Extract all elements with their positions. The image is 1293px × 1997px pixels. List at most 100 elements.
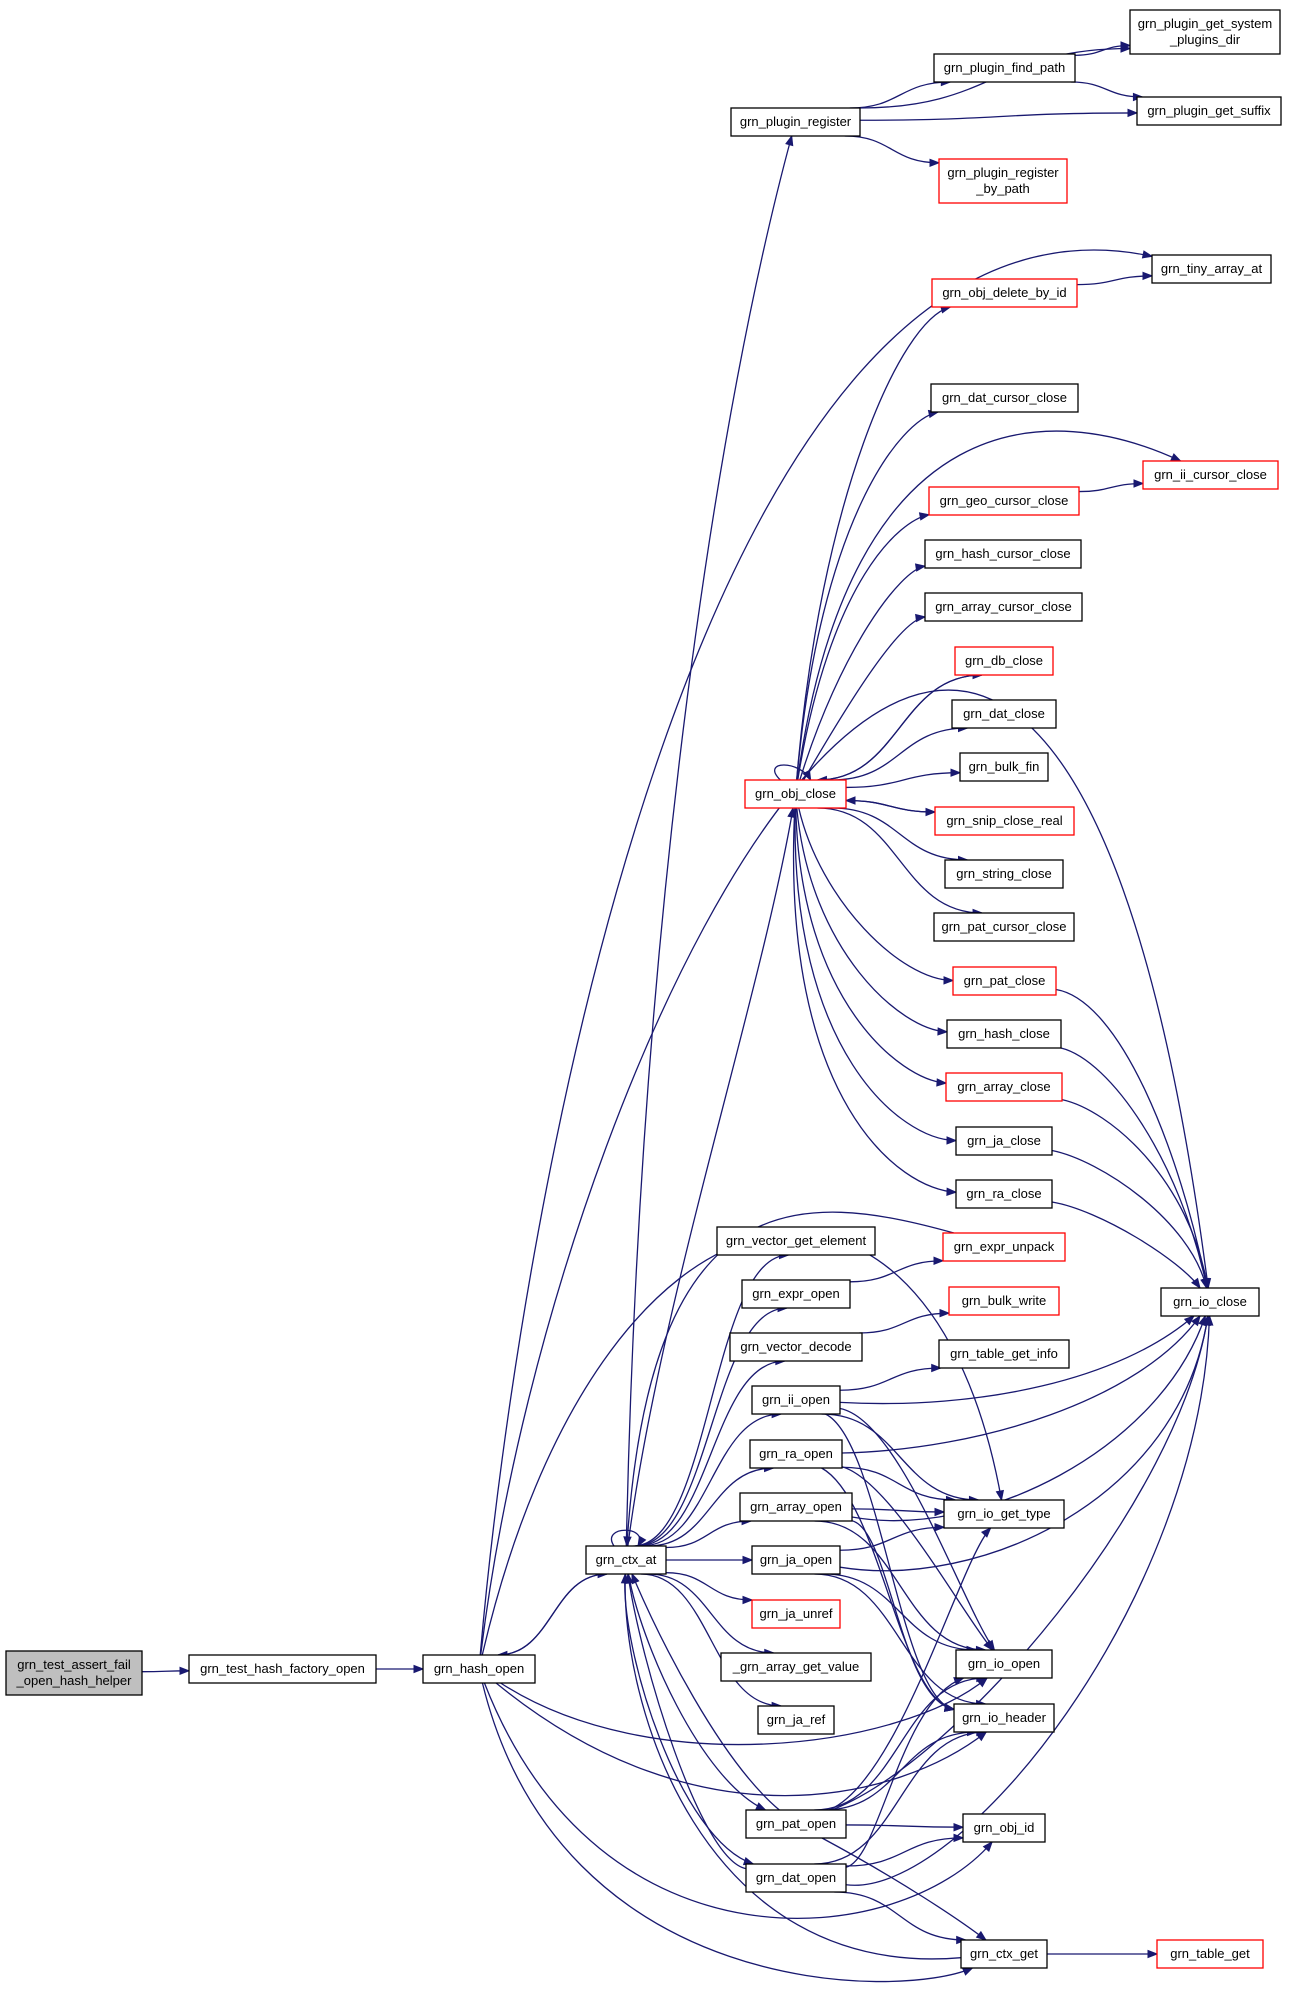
edge-dat-open-to-ctx-at-line: [627, 1573, 747, 1870]
node-plugin-get-suffix[interactable]: grn_plugin_get_suffix: [1136, 96, 1282, 126]
node-table-get-info-box: [938, 1339, 1070, 1369]
node-plugin-register-by-path[interactable]: grn_plugin_register_by_path: [938, 158, 1068, 204]
edge-ctx-at-to-obj-close-line: [627, 807, 794, 1547]
node-array-close[interactable]: grn_array_close: [945, 1072, 1063, 1102]
node-ii-open-box: [751, 1385, 841, 1415]
node-hash-open[interactable]: grn_hash_open: [422, 1654, 536, 1684]
edge-ctx-get-to-ctx-at-line: [624, 1573, 962, 1960]
edge-obj-close-to-ja-close-arrowhead: [946, 1136, 958, 1145]
node-bulk-fin[interactable]: grn_bulk_fin: [959, 752, 1049, 782]
node-db-close[interactable]: grn_db_close: [954, 646, 1054, 676]
node-bulk-write[interactable]: grn_bulk_write: [948, 1286, 1060, 1316]
node-io-open[interactable]: grn_io_open: [955, 1649, 1053, 1679]
node-root[interactable]: grn_test_assert_fail_open_hash_helper: [5, 1650, 143, 1696]
edge-pat-open-to-io-get-type-line: [828, 1527, 992, 1811]
node-geo-cursor-close[interactable]: grn_geo_cursor_close: [928, 486, 1080, 516]
node-ctx-at[interactable]: grn_ctx_at: [585, 1545, 667, 1575]
node-ja-unref-box: [751, 1599, 841, 1629]
edge-ja-open-to-io-get-type: [839, 1523, 946, 1551]
node-plugin-get-system-plugins-dir[interactable]: grn_plugin_get_system_plugins_dir: [1129, 9, 1281, 55]
node-ja-ref[interactable]: grn_ja_ref: [757, 1705, 835, 1735]
edge-obj-close-to-ra-close-arrowhead: [946, 1187, 958, 1197]
node-obj-id[interactable]: grn_obj_id: [962, 1813, 1046, 1843]
edge-dat-open-to-obj-id: [845, 1833, 965, 1867]
edge-ctx-at-to-ra-open-line: [648, 1467, 774, 1547]
node-array-get-value-box: [720, 1652, 872, 1682]
node-tiny-array-at[interactable]: grn_tiny_array_at: [1151, 254, 1272, 284]
node-plugin-register[interactable]: grn_plugin_register: [730, 107, 861, 137]
edge-ctx-at-to-hash-open-line: [497, 1573, 608, 1656]
edge-plugin-register-to-plugin-find-path-line: [849, 81, 951, 109]
node-hash-close[interactable]: grn_hash_close: [946, 1019, 1062, 1049]
node-io-header[interactable]: grn_io_header: [953, 1703, 1055, 1733]
node-pat-close[interactable]: grn_pat_close: [952, 966, 1057, 996]
edge-ja-open-to-io-header-line: [814, 1573, 986, 1705]
node-pat-close-label: grn_pat_close: [964, 973, 1046, 988]
node-ra-close[interactable]: grn_ra_close: [955, 1179, 1053, 1209]
node-pat-open[interactable]: grn_pat_open: [745, 1809, 847, 1839]
node-ja-open-box: [751, 1545, 841, 1575]
node-ra-open[interactable]: grn_ra_open: [749, 1439, 843, 1469]
edges-layer: [141, 41, 1214, 1983]
edge-expr-open-to-expr-unpack: [849, 1256, 945, 1283]
node-dat-cursor-close[interactable]: grn_dat_cursor_close: [930, 383, 1079, 413]
node-ja-unref[interactable]: grn_ja_unref: [751, 1599, 841, 1629]
edge-ii-open-to-io-open-line: [839, 1407, 995, 1651]
edge-plugin-register-to-plugin-register-by-path-line: [844, 135, 940, 164]
node-hash-cursor-close[interactable]: grn_hash_cursor_close: [924, 539, 1082, 569]
node-array-open[interactable]: grn_array_open: [739, 1492, 853, 1522]
edge-ja-close-to-io-close: [1051, 1149, 1209, 1290]
node-io-close-label: grn_io_close: [1173, 1294, 1247, 1309]
node-ja-close[interactable]: grn_ja_close: [955, 1126, 1053, 1156]
node-factory-open[interactable]: grn_test_hash_factory_open: [188, 1654, 377, 1684]
node-bulk-fin-box: [959, 752, 1049, 782]
edge-ra-open-to-io-get-type: [841, 1466, 957, 1505]
edge-ctx-at-to-ja-ref-line: [640, 1573, 782, 1707]
node-array-open-label: grn_array_open: [750, 1499, 842, 1514]
edge-obj-close-to-obj-delete-by-id-line: [796, 306, 951, 781]
node-dat-close[interactable]: grn_dat_close: [951, 699, 1057, 729]
node-vector-decode[interactable]: grn_vector_decode: [729, 1332, 863, 1362]
node-root-label: grn_test_assert_fail: [17, 1657, 131, 1672]
node-ctx-get[interactable]: grn_ctx_get: [960, 1939, 1048, 1969]
node-snip-close-real[interactable]: grn_snip_close_real: [934, 806, 1075, 836]
node-dat-open[interactable]: grn_dat_open: [745, 1863, 847, 1893]
edge-obj-close-to-bulk-fin: [845, 768, 962, 789]
node-plugin-find-path[interactable]: grn_plugin_find_path: [933, 53, 1076, 83]
edge-hash-open-to-ctx-get: [481, 1682, 974, 1983]
node-obj-delete-by-id[interactable]: grn_obj_delete_by_id: [931, 278, 1078, 308]
node-pat-cursor-close[interactable]: grn_pat_cursor_close: [933, 912, 1075, 942]
node-obj-close[interactable]: grn_obj_close: [744, 779, 847, 809]
edge-hash-open-to-io-open: [500, 1677, 989, 1746]
edge-array-open-to-io-header-arrowhead: [943, 1703, 956, 1712]
node-table-get-info-label: grn_table_get_info: [950, 1346, 1058, 1361]
node-ii-cursor-close[interactable]: grn_ii_cursor_close: [1142, 460, 1279, 490]
node-expr-open[interactable]: grn_expr_open: [741, 1279, 851, 1309]
edge-vector-decode-to-bulk-write: [859, 1308, 951, 1334]
edge-ctx-at-to-ja-open-arrowhead: [742, 1555, 754, 1565]
node-table-get-info[interactable]: grn_table_get_info: [938, 1339, 1070, 1369]
edge-ctx-at-to-array-get-value-line: [648, 1573, 774, 1654]
node-io-get-type[interactable]: grn_io_get_type: [943, 1499, 1065, 1529]
edge-obj-close-to-geo-cursor-close-arrowhead: [918, 512, 931, 521]
node-expr-unpack[interactable]: grn_expr_unpack: [942, 1232, 1066, 1262]
edge-geo-cursor-close-to-ii-cursor-close-arrowhead: [1133, 479, 1145, 488]
node-ii-open[interactable]: grn_ii_open: [751, 1385, 841, 1415]
edge-pat-open-to-io-get-type-arrowhead: [980, 1527, 992, 1538]
node-table-get[interactable]: grn_table_get: [1156, 1939, 1264, 1969]
node-ja-open[interactable]: grn_ja_open: [751, 1545, 841, 1575]
node-dat-close-label: grn_dat_close: [963, 706, 1045, 721]
node-hash-open-label: grn_hash_open: [434, 1661, 524, 1676]
node-dat-cursor-close-box: [930, 383, 1079, 413]
node-expr-unpack-box: [942, 1232, 1066, 1262]
node-ctx-at-label: grn_ctx_at: [596, 1552, 657, 1567]
node-io-close[interactable]: grn_io_close: [1160, 1287, 1260, 1317]
node-array-get-value[interactable]: _grn_array_get_value: [720, 1652, 872, 1682]
edge-obj-close-to-ja-close: [794, 807, 958, 1145]
node-array-cursor-close[interactable]: grn_array_cursor_close: [924, 592, 1083, 622]
edge-obj-close-to-ra-close-line: [792, 807, 957, 1193]
edge-ra-open-to-io-header-line: [821, 1467, 955, 1710]
node-string-close[interactable]: grn_string_close: [944, 859, 1064, 889]
node-vector-get-element[interactable]: grn_vector_get_element: [716, 1226, 876, 1256]
edge-hash-open-to-tiny-array-at-arrowhead: [1141, 250, 1154, 259]
